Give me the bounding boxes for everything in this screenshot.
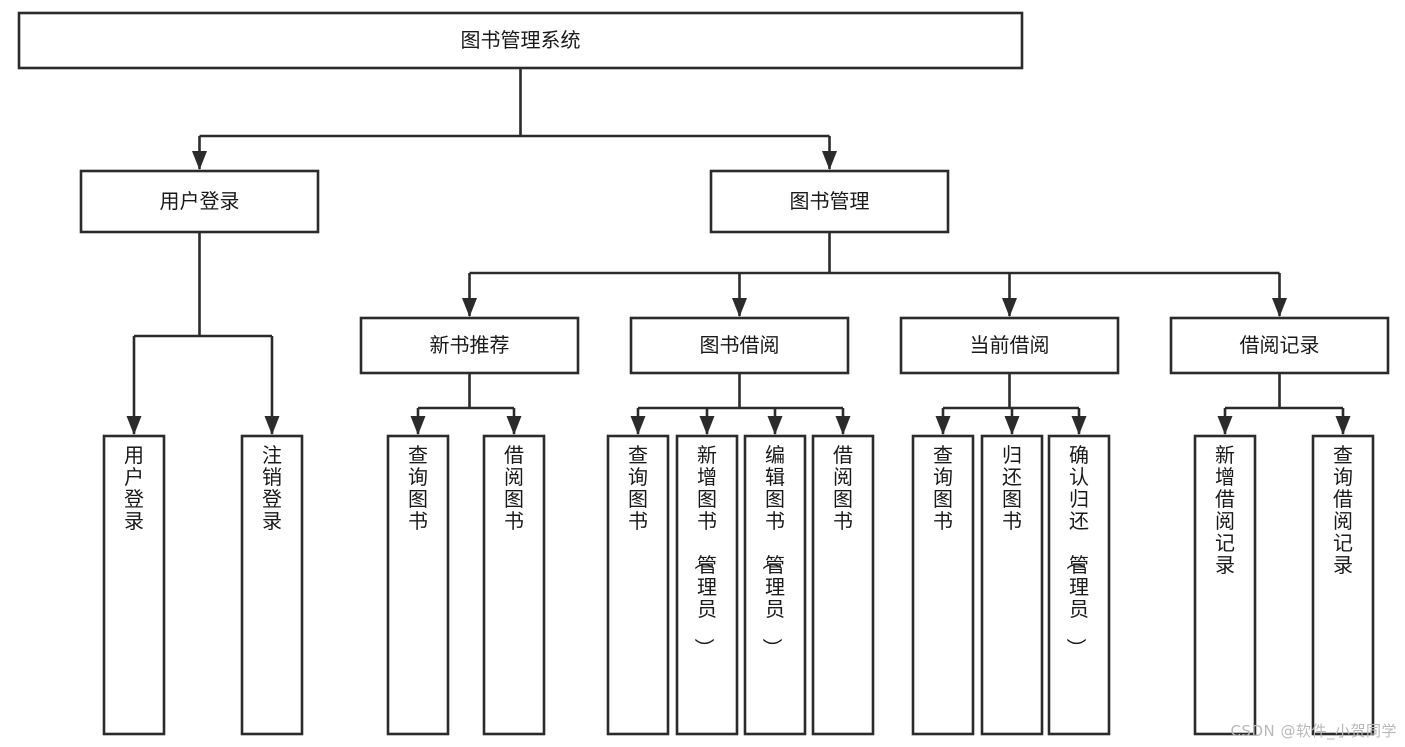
node-box	[743, 434, 807, 736]
arrow-head-down	[1217, 416, 1233, 435]
node-box	[359, 316, 580, 375]
arrow-head-down	[1071, 416, 1087, 435]
arrow-head-down	[1272, 298, 1287, 317]
node-label: 确认归还（管理员）	[1064, 443, 1089, 658]
node-box	[386, 434, 450, 736]
node-book-borrow[interactable]: 图书借阅	[629, 316, 850, 375]
node-leaf-logout[interactable]: 注销登录	[240, 434, 304, 736]
node-box	[629, 316, 850, 375]
node-label: 当前借阅	[970, 333, 1050, 357]
node-leaf-query-book-1[interactable]: 查询图书	[386, 434, 450, 736]
node-leaf-borrow-book-1[interactable]: 借阅图书	[482, 434, 546, 736]
connector-lines	[126, 68, 1351, 435]
arrow-head-down	[410, 416, 426, 435]
node-label: 用户登录	[124, 443, 144, 533]
node-user-login[interactable]: 用户登录	[79, 169, 320, 234]
arrow-head-down	[462, 298, 477, 317]
arrow-head-down	[1335, 416, 1351, 435]
node-box	[102, 434, 166, 736]
node-label: 图书管理系统	[461, 28, 581, 52]
arrow-head-down	[264, 416, 280, 435]
node-box	[1311, 434, 1375, 736]
node-box	[709, 169, 950, 234]
node-label: 查询借阅记录	[1333, 443, 1353, 577]
node-box	[1169, 316, 1390, 375]
node-root[interactable]: 图书管理系统	[17, 11, 1024, 70]
node-current-borrow[interactable]: 当前借阅	[899, 316, 1120, 375]
node-box	[675, 434, 739, 736]
node-box	[79, 169, 320, 234]
node-label: 查询图书	[408, 443, 428, 533]
arrow-head-down	[1004, 416, 1020, 435]
node-book-management[interactable]: 图书管理	[709, 169, 950, 234]
node-leaf-query-record[interactable]: 查询借阅记录	[1311, 434, 1375, 736]
node-box	[911, 434, 975, 736]
arrow-head-down	[822, 151, 837, 170]
arrow-head-down	[835, 416, 851, 435]
node-label: 查询图书	[628, 443, 648, 533]
arrow-head-down	[699, 416, 715, 435]
node-label: 新增图书（管理员）	[692, 443, 717, 658]
arrow-head-down	[732, 298, 747, 317]
node-borrow-record[interactable]: 借阅记录	[1169, 316, 1390, 375]
node-leaf-borrow-book-2[interactable]: 借阅图书	[811, 434, 875, 736]
node-label: 注销登录	[262, 443, 282, 533]
node-label: 图书借阅	[700, 333, 780, 357]
node-label: 新书推荐	[430, 333, 510, 357]
node-leaf-confirm-return[interactable]: 确认归还（管理员）	[1047, 434, 1111, 736]
node-label: 借阅图书	[504, 443, 524, 533]
node-new-book-recommend[interactable]: 新书推荐	[359, 316, 580, 375]
watermark-text: CSDN @软件_小贺同学	[1230, 722, 1397, 740]
node-box	[482, 434, 546, 736]
arrow-head-down	[767, 416, 783, 435]
arrow-head-down	[506, 416, 522, 435]
arrow-head-down	[630, 416, 646, 435]
node-label: 查询图书	[933, 443, 953, 533]
node-leaf-return-book[interactable]: 归还图书	[980, 434, 1044, 736]
arrow-head-down	[192, 151, 207, 170]
node-box	[811, 434, 875, 736]
node-box	[980, 434, 1044, 736]
node-leaf-query-book-2[interactable]: 查询图书	[606, 434, 670, 736]
node-label: 编辑图书（管理员）	[760, 443, 785, 658]
arrow-head-down	[1002, 298, 1017, 317]
node-label: 归还图书	[1002, 443, 1022, 533]
node-label: 图书管理	[790, 189, 870, 213]
node-leaf-query-book-3[interactable]: 查询图书	[911, 434, 975, 736]
arrow-head-down	[126, 416, 142, 435]
node-box	[1047, 434, 1111, 736]
node-label: 借阅记录	[1240, 333, 1320, 357]
node-box	[899, 316, 1120, 375]
node-box	[606, 434, 670, 736]
node-box	[240, 434, 304, 736]
node-leaf-add-book[interactable]: 新增图书（管理员）	[675, 434, 739, 736]
node-label: 新增借阅记录	[1215, 443, 1235, 577]
node-leaf-add-record[interactable]: 新增借阅记录	[1193, 434, 1257, 736]
node-box	[17, 11, 1024, 70]
node-leaf-user-login[interactable]: 用户登录	[102, 434, 166, 736]
node-box	[1193, 434, 1257, 736]
node-boxes: 图书管理系统用户登录图书管理新书推荐图书借阅当前借阅借阅记录用户登录注销登录查询…	[17, 11, 1390, 736]
arrow-head-down	[935, 416, 951, 435]
node-label: 用户登录	[160, 189, 240, 213]
node-leaf-edit-book[interactable]: 编辑图书（管理员）	[743, 434, 807, 736]
node-label: 借阅图书	[833, 443, 853, 533]
